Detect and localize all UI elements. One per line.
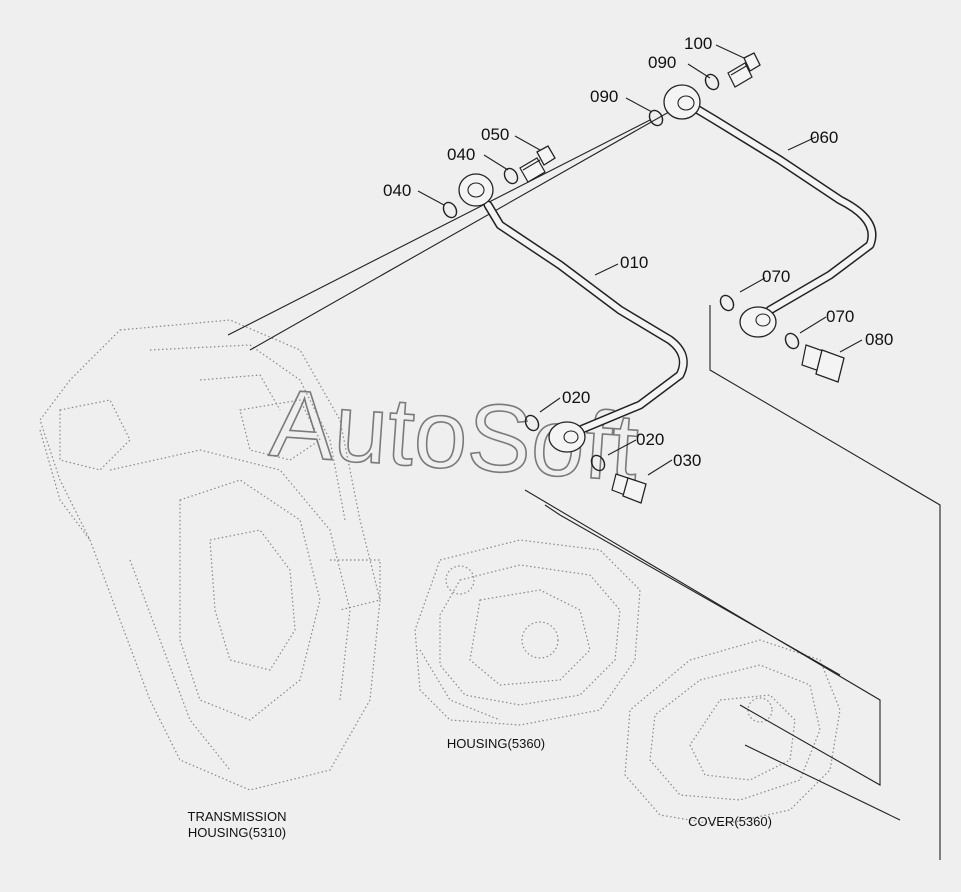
label-020-lower: 020 <box>636 430 664 449</box>
callout-leaders <box>417 44 863 476</box>
label-100: 100 <box>684 34 712 53</box>
label-050: 050 <box>481 125 509 144</box>
cover-5360-outline <box>624 639 841 826</box>
label-090-lower: 090 <box>590 87 618 106</box>
part-labels: 100 090 090 050 040 040 060 010 070 070 … <box>383 34 893 470</box>
caption-cover: COVER(5360) <box>688 814 772 829</box>
label-020-upper: 020 <box>562 388 590 407</box>
label-070-lower: 070 <box>826 307 854 326</box>
label-040-lower: 040 <box>383 181 411 200</box>
banjo-fitting-lower-010 <box>548 421 586 453</box>
component-captions: TRANSMISSION HOUSING(5310) HOUSING(5360)… <box>188 736 772 840</box>
label-060: 060 <box>810 128 838 147</box>
caption-transmission-line2: HOUSING(5310) <box>188 825 286 840</box>
label-010: 010 <box>620 253 648 272</box>
banjo-fitting-lower-060 <box>739 306 777 338</box>
bolt-080 <box>801 344 845 383</box>
bolt-100 <box>727 52 761 88</box>
pipe-060 <box>685 100 877 315</box>
banjo-fitting-upper-010 <box>458 173 494 207</box>
transmission-housing-outline <box>39 319 381 791</box>
bolt-050 <box>519 145 556 183</box>
label-090-upper: 090 <box>648 53 676 72</box>
bolt-030 <box>611 473 647 504</box>
pipe-010 <box>483 200 688 435</box>
housing-5360-outline <box>414 539 641 726</box>
label-080: 080 <box>865 330 893 349</box>
label-030: 030 <box>673 451 701 470</box>
label-070-upper: 070 <box>762 267 790 286</box>
label-040-upper: 040 <box>447 145 475 164</box>
caption-transmission-line1: TRANSMISSION <box>188 809 287 824</box>
caption-housing: HOUSING(5360) <box>447 736 545 751</box>
banjo-fitting-upper-060 <box>663 84 701 120</box>
assembly-lines <box>227 99 941 860</box>
